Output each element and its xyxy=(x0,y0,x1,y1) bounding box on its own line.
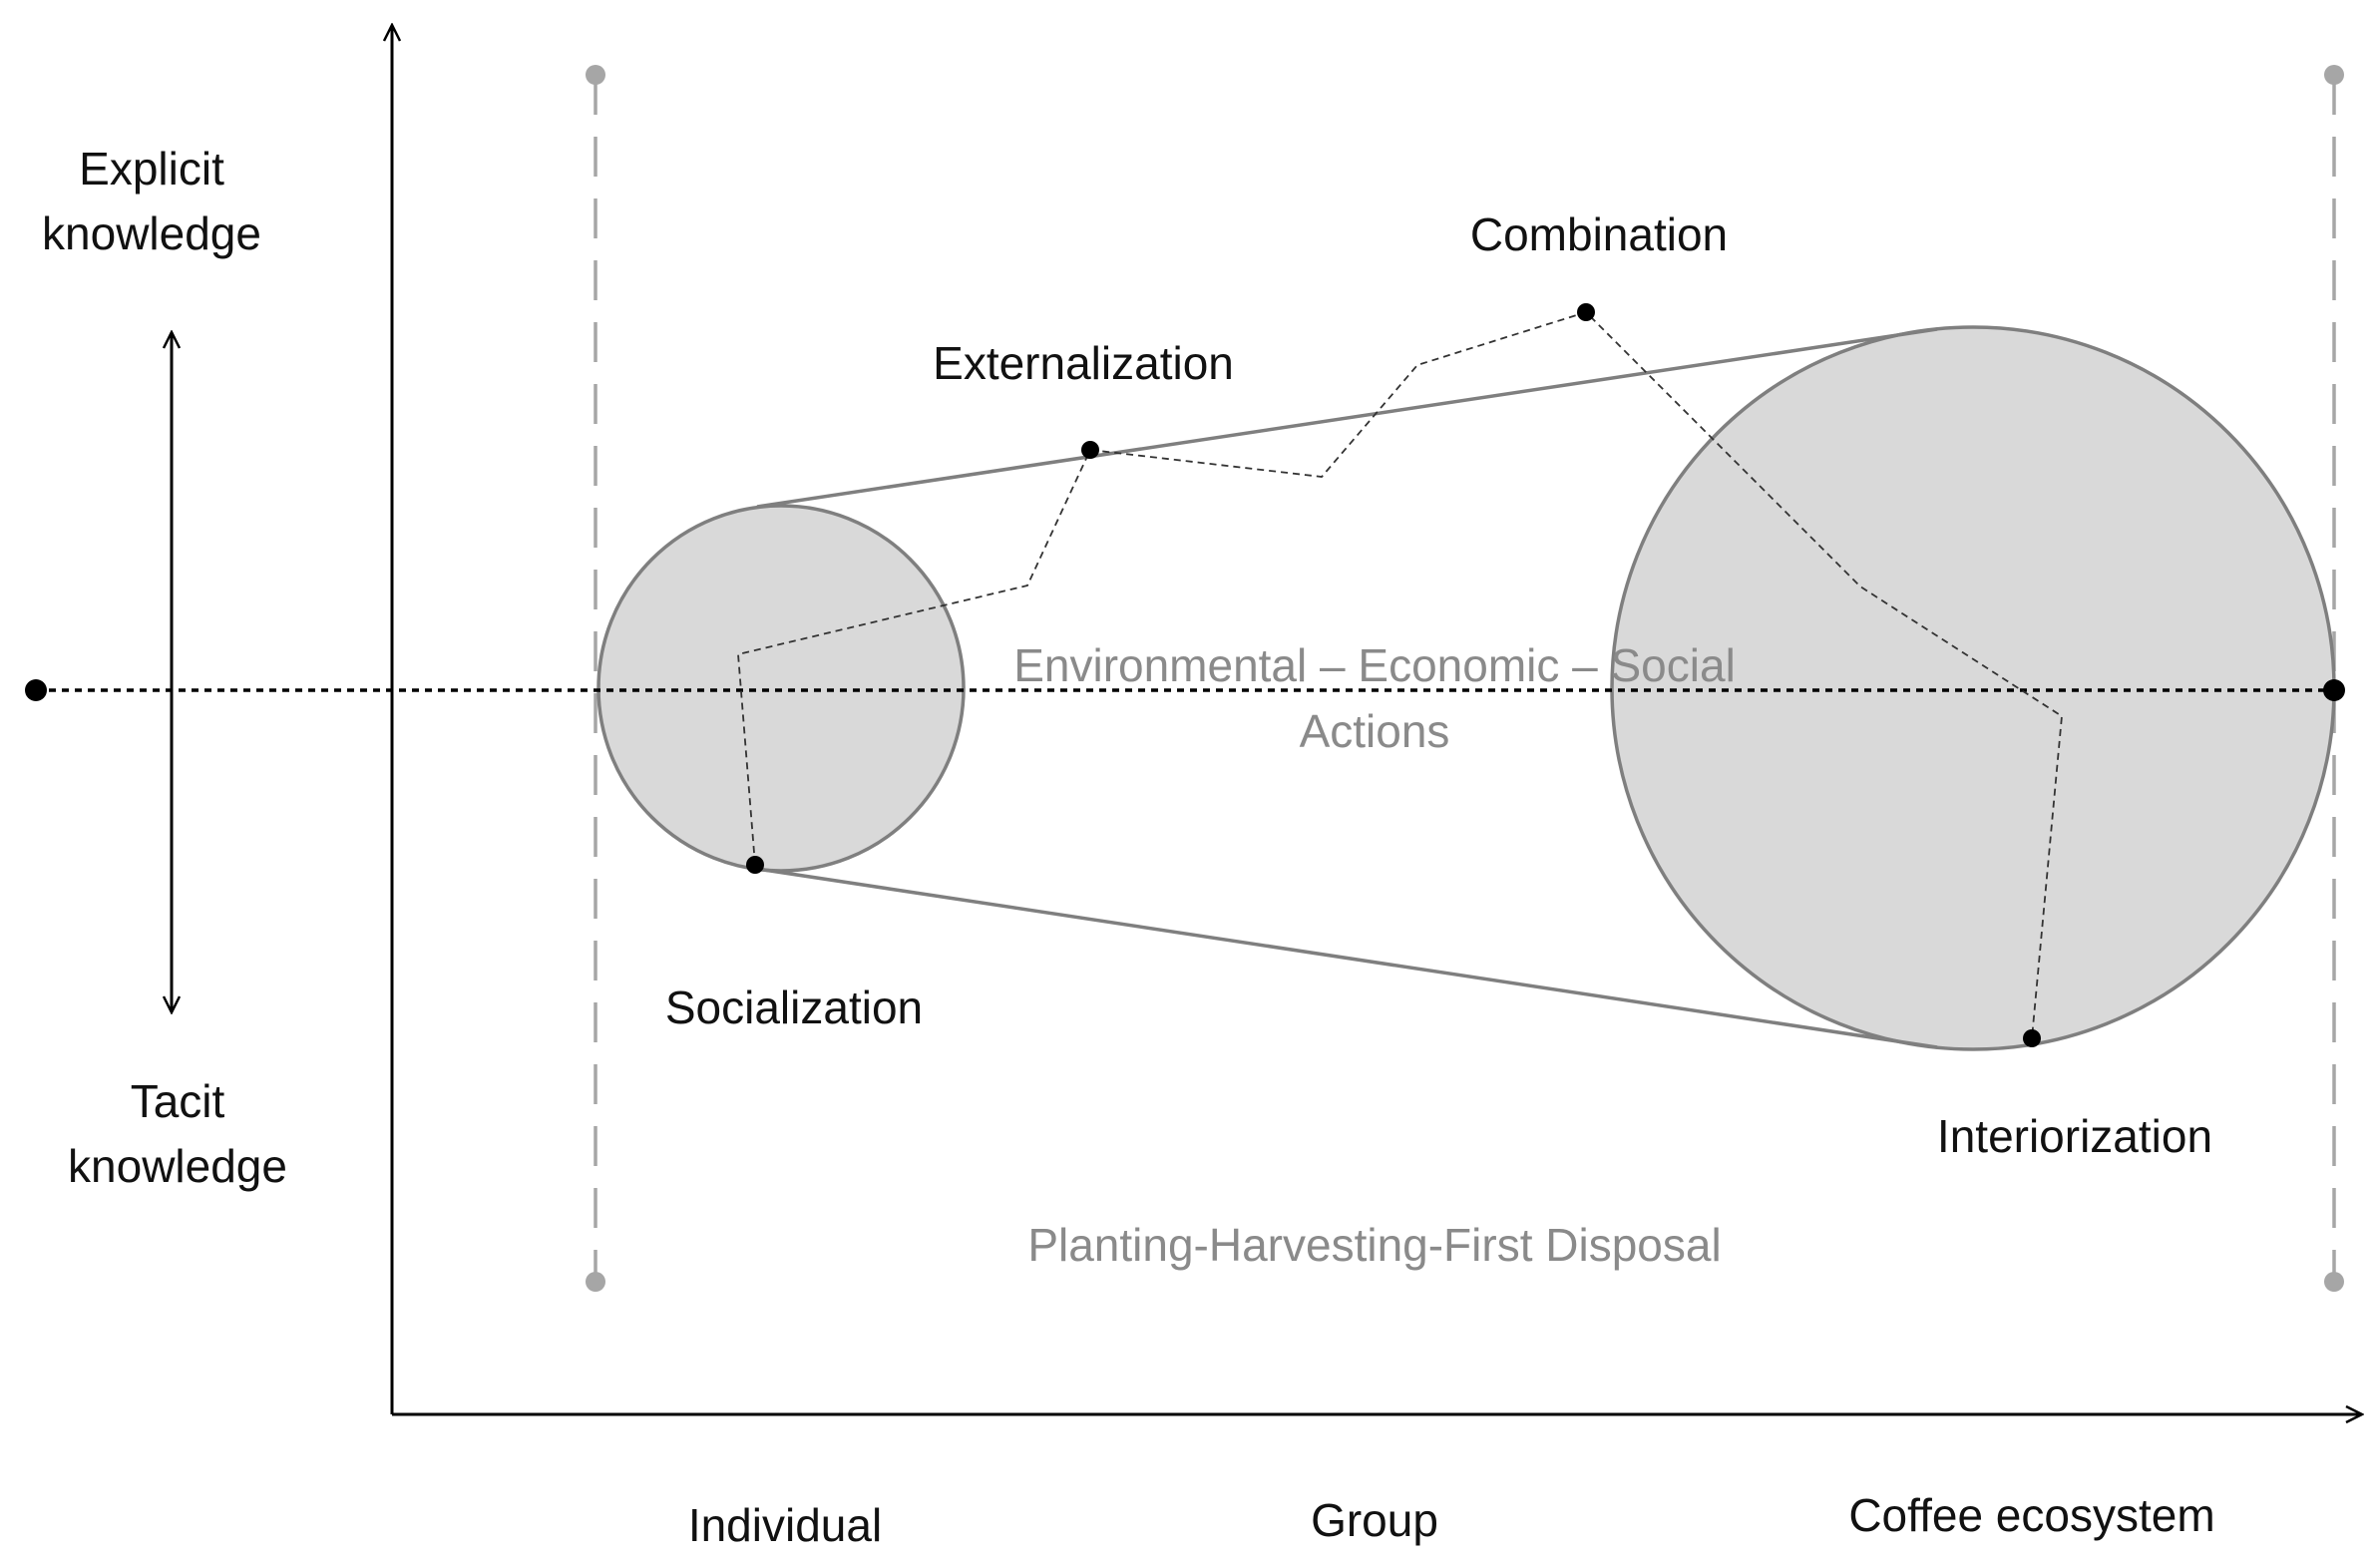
planting-harvesting-label: Planting-Harvesting-First Disposal xyxy=(1027,1219,1721,1271)
upper-tangent-line xyxy=(756,327,1938,509)
socialization-label: Socialization xyxy=(665,981,923,1033)
interiorization-point xyxy=(2023,1029,2041,1047)
interiorization-label: Interiorization xyxy=(1937,1110,2212,1162)
tacit-knowledge-label-line1: Tacit xyxy=(131,1075,225,1127)
right-endpoint-dot xyxy=(2323,679,2345,701)
explicit-knowledge-label-line1: Explicit xyxy=(79,143,224,195)
combination-point xyxy=(1577,303,1595,321)
x-label-individual: Individual xyxy=(688,1499,882,1551)
x-label-group: Group xyxy=(1311,1494,1438,1546)
externalization-point xyxy=(1081,441,1099,459)
center-text-line1: Environmental – Economic – Social xyxy=(1013,639,1736,691)
socialization-point xyxy=(746,856,764,874)
left-boundary-line xyxy=(586,65,605,1292)
explicit-knowledge-label-line2: knowledge xyxy=(42,207,261,259)
combination-label: Combination xyxy=(1470,208,1728,260)
lower-tangent-line xyxy=(756,867,1938,1049)
externalization-label: Externalization xyxy=(933,337,1234,389)
center-text-line2: Actions xyxy=(1300,705,1450,757)
right-boundary-line xyxy=(2324,65,2344,1292)
individual-circle xyxy=(596,504,966,873)
left-endpoint-dot xyxy=(25,679,47,701)
knowledge-spiral-path xyxy=(737,310,2063,1039)
x-label-coffee-ecosystem: Coffee ecosystem xyxy=(1848,1489,2214,1541)
tacit-knowledge-label-line2: knowledge xyxy=(68,1140,287,1192)
